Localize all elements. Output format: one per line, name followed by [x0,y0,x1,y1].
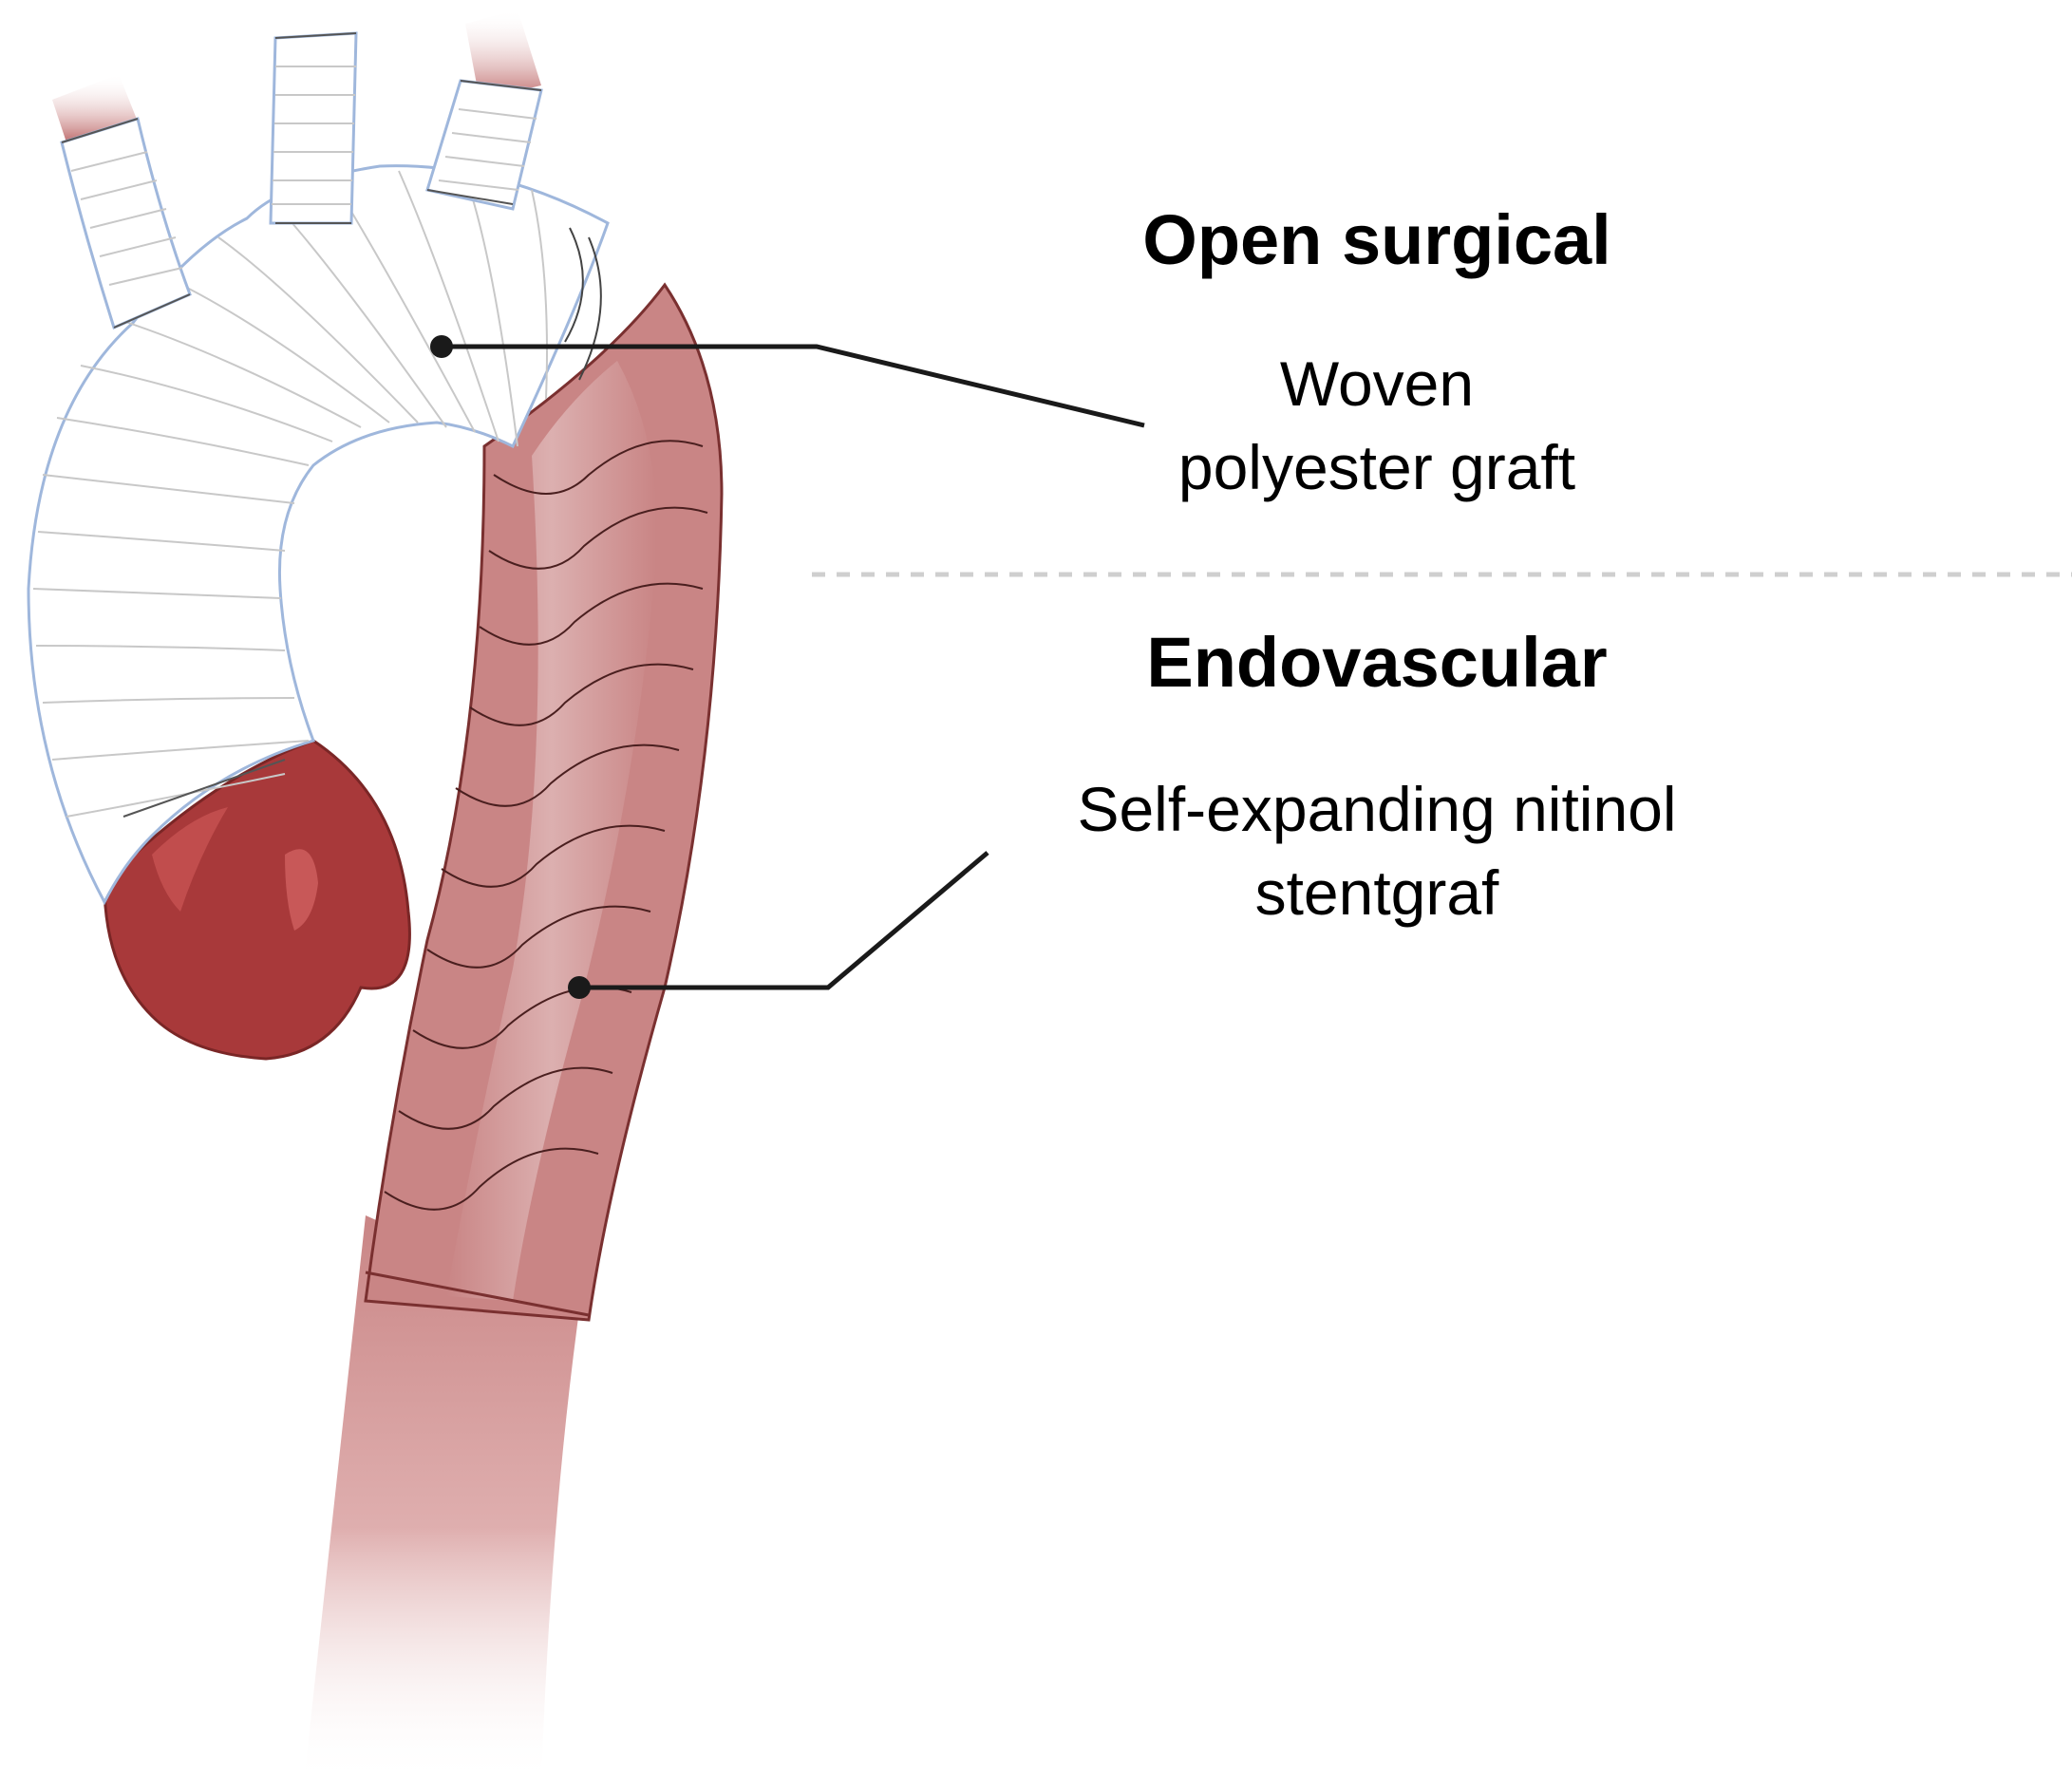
polyester-graft [27,164,610,906]
aortic-root [103,739,411,1061]
endovascular-description-line-1: Self-expanding nitinol [1077,774,1677,844]
endovascular-heading: Endovascular [1146,623,1608,702]
open-surgical-heading: Open surgical [1142,200,1611,279]
descending-aorta-tail [304,1215,579,1783]
suture-marks [61,32,542,818]
open-surgical-description-line-1: Woven [1279,348,1475,419]
leader-endovascular [568,851,989,999]
open-surgical-description-line-2: polyester graft [1177,432,1576,502]
branch-graft-ribs [70,66,537,286]
stent-graft [364,282,724,1322]
open-surgical-description: Woven polyester graft [1073,342,1681,509]
endovascular-description-line-2: stentgraf [1254,857,1499,928]
leader-open-surgical [430,335,1145,428]
endovascular-description: Self-expanding nitinol stentgraf [978,767,1776,934]
